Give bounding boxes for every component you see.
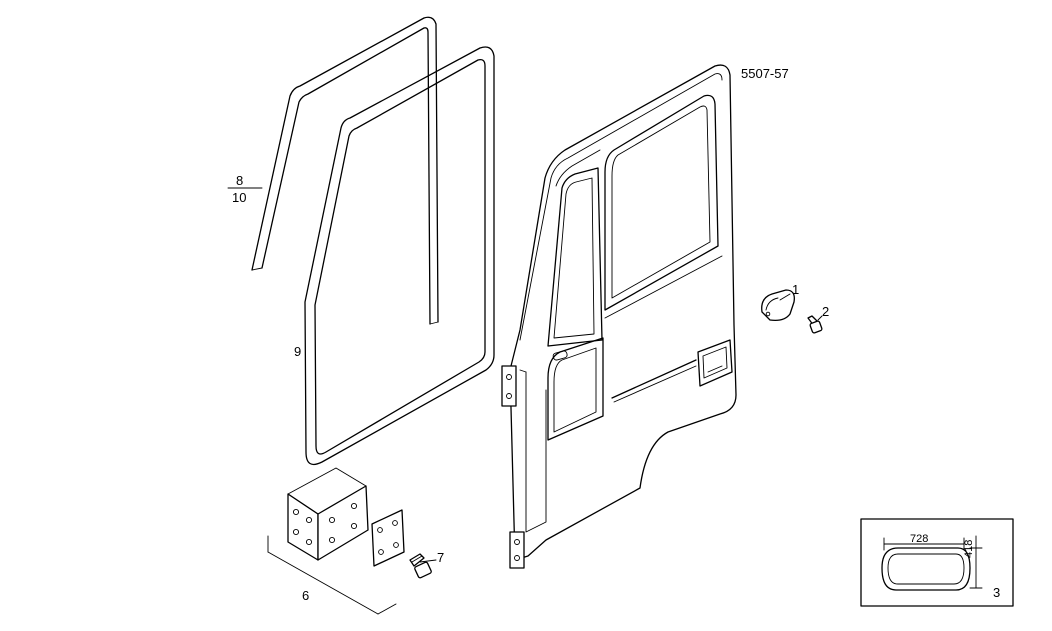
callout-7: 7 xyxy=(437,550,444,565)
callout-1: 1 xyxy=(792,282,799,297)
door-panel xyxy=(501,64,737,569)
window-frame-seal xyxy=(304,46,495,466)
callout-9: 9 xyxy=(294,344,301,359)
callout-3: 3 xyxy=(993,585,1000,600)
inset-width-dimension: 728 xyxy=(910,533,928,545)
callout-6: 6 xyxy=(302,588,309,603)
reference-code: 5507-57 xyxy=(741,66,789,81)
leader-lines xyxy=(227,187,823,615)
callout-8: 8 xyxy=(236,173,243,188)
inset-height-dimension: 418 xyxy=(963,540,975,558)
dimension-inset xyxy=(860,518,1014,607)
small-screw xyxy=(807,315,823,334)
cover-cap xyxy=(761,289,795,322)
window-channel-seal xyxy=(251,16,439,325)
hex-bolt xyxy=(409,553,432,579)
shim-plate xyxy=(371,509,405,567)
callout-10: 10 xyxy=(232,190,246,205)
hinge-bracket xyxy=(287,467,369,561)
callout-2: 2 xyxy=(822,304,829,319)
